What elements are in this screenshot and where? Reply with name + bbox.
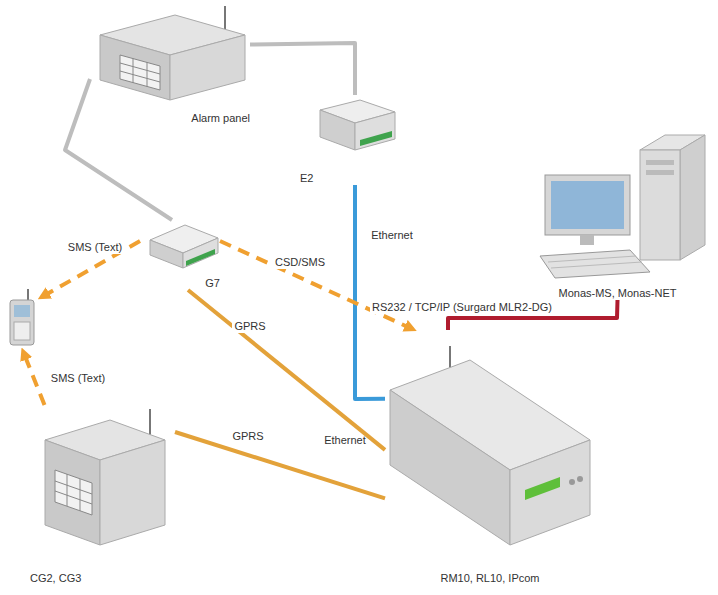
device-node: RM10, RL10, IPcom [385, 330, 595, 585]
device-part [10, 300, 34, 345]
port-label: Ethernet [324, 433, 366, 447]
device-part [27, 289, 29, 300]
device-part [14, 322, 30, 340]
device-part [55, 470, 92, 515]
device-part [186, 249, 215, 266]
connection-line [250, 43, 355, 95]
link-label: Ethernet [369, 228, 415, 242]
device-node: E2 [300, 95, 410, 185]
device-part [120, 55, 160, 90]
monas-workstation [540, 135, 705, 278]
device-part [640, 150, 680, 260]
connection-line [188, 290, 385, 450]
device-label: Alarm panel [191, 111, 250, 125]
device-part [548, 256, 636, 262]
link-label: GPRS [230, 429, 265, 443]
device-part [580, 235, 594, 245]
device-part [183, 238, 218, 268]
alarm-panel-device [100, 6, 245, 100]
device-part [680, 135, 705, 260]
device-node: Monas-MS, Monas-NET [520, 120, 715, 300]
device-part [170, 35, 245, 100]
device-part [569, 479, 575, 485]
connection-line [175, 432, 385, 498]
connection-line [23, 350, 45, 405]
connection-line [40, 241, 140, 298]
device-label: RM10, RL10, IPcom [440, 571, 539, 585]
connection-line [65, 79, 172, 220]
g7-device [150, 225, 218, 268]
connection-line [355, 185, 385, 399]
device-node: Alarm panel [90, 10, 250, 125]
device-part [120, 71, 160, 82]
device-part [540, 250, 650, 278]
device-node: G7 [140, 220, 220, 290]
device-part [80, 479, 81, 511]
link-label: SMS (Text) [66, 240, 124, 254]
device-part [355, 112, 395, 150]
link-label: CSD/SMS [273, 255, 327, 269]
device-label: Monas-MS, Monas-NET [559, 286, 677, 300]
device-part [100, 35, 170, 100]
device-part [525, 477, 560, 500]
device-part [55, 481, 92, 494]
e2-device [320, 100, 395, 150]
device-part [390, 390, 510, 545]
rm10-receiver [390, 346, 590, 545]
device-part [100, 440, 165, 545]
connection-line [220, 241, 414, 330]
device-part [646, 170, 674, 175]
device-node [5, 285, 40, 350]
device-part [320, 110, 355, 150]
link-label: RS232 / TCP/IP (Surgard MLR2-DG) [370, 300, 554, 314]
device-node: CG2, CG3 [30, 405, 175, 585]
device-part [646, 160, 674, 165]
device-part [360, 131, 392, 146]
device-part [14, 305, 30, 317]
device-part [545, 175, 630, 235]
device-part [67, 474, 68, 506]
device-part [45, 440, 100, 545]
device-part [55, 491, 92, 504]
device-label: G7 [205, 276, 220, 290]
device-part [149, 409, 151, 435]
device-label: E2 [300, 171, 313, 185]
device-part [150, 240, 183, 268]
cg2-panel-device [45, 409, 165, 545]
device-part [551, 262, 642, 268]
link-label: GPRS [232, 319, 267, 333]
device-part [577, 476, 583, 482]
mobile-phone [10, 289, 34, 345]
device-part [551, 181, 624, 229]
device-part [133, 58, 134, 83]
device-part [510, 440, 590, 545]
device-part [147, 62, 148, 87]
device-label: CG2, CG3 [30, 571, 81, 585]
link-label: SMS (Text) [49, 371, 107, 385]
device-part [224, 6, 226, 29]
